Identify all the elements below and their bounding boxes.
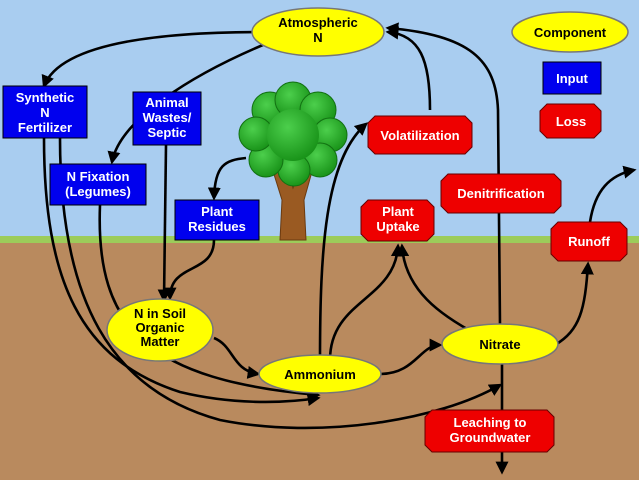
label-ammonium: Ammonium (284, 367, 356, 382)
label-line: Organic (135, 320, 184, 335)
arrow-residues-to-soil (163, 239, 216, 301)
label-line: N (313, 30, 322, 45)
label-line: Animal (145, 95, 188, 110)
input-n-fixation-legumes: N Fixation(Legumes) (49, 163, 147, 206)
component-nitrate: Nitrate (441, 323, 559, 365)
label-volatilization: Volatilization (380, 128, 459, 143)
arrow-ammonium-to-plant-uptake (328, 243, 404, 361)
label-line: Fertilizer (18, 120, 72, 135)
arrow-synthetic-to-nitrate (58, 137, 503, 430)
label-line: (Legumes) (65, 184, 131, 199)
label-runoff: Runoff (568, 234, 611, 249)
label-line: Leaching to (454, 415, 527, 430)
tree-foliage (238, 81, 348, 187)
label-line: Wastes/ (143, 110, 192, 125)
arrow-nitrate-to-atmos (385, 22, 502, 326)
grass-strip (0, 236, 639, 244)
loss-volatilization: Volatilization (367, 115, 473, 155)
label-line: Residues (188, 219, 246, 234)
tree (238, 81, 348, 241)
component-ammonium: Ammonium (258, 354, 382, 394)
svg-text:N Fixation(Legumes): N Fixation(Legumes) (65, 169, 131, 199)
legend-component-label: Component (534, 25, 607, 40)
arrow-nitrate-to-runoff (554, 261, 594, 347)
arrow-ammonium-to-nitrate (379, 338, 443, 376)
legend-loss: Loss (539, 103, 602, 139)
label-line: Septic (147, 125, 186, 140)
label-line: Plant (201, 204, 233, 219)
label-line: Plant (382, 204, 414, 219)
loss-denitrification: Denitrification (440, 173, 562, 214)
arrow-runoff-offscreen (588, 165, 637, 223)
label-line: Synthetic (16, 90, 75, 105)
legend-input-label: Input (556, 71, 588, 86)
legend: Component Input Loss (511, 11, 629, 139)
label-line: Atmospheric (278, 15, 357, 30)
arrow-atmos-to-synthetic (41, 30, 263, 89)
label-line: N in Soil (134, 306, 186, 321)
arrow-animal-to-soil (157, 144, 171, 303)
label-nitrate: Nitrate (479, 337, 520, 352)
label-denitrification: Denitrification (457, 186, 544, 201)
label-line: Uptake (376, 219, 419, 234)
legend-loss-label: Loss (556, 114, 586, 129)
label-line: Groundwater (450, 430, 531, 445)
arrow-synthetic-to-ammonium (42, 137, 321, 407)
arrow-soil-to-ammonium (213, 336, 261, 379)
loss-runoff: Runoff (550, 221, 628, 262)
label-line: N Fixation (67, 169, 130, 184)
label-line: Matter (140, 334, 179, 349)
label-line: N (40, 105, 49, 120)
arrow-tree-to-plant-residues (207, 156, 247, 201)
legend-input: Input (542, 61, 602, 95)
arrow-ammonium-to-volatilization (318, 122, 368, 361)
legend-component: Component (511, 11, 629, 53)
